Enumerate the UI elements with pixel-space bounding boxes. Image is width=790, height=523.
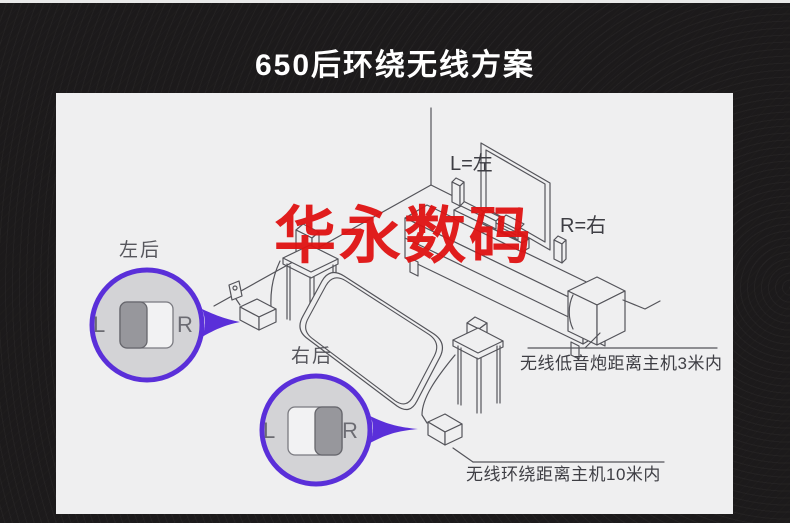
switch-knob-L	[119, 301, 148, 349]
surround-note: 无线环绕距离主机10米内	[466, 465, 661, 484]
rear-right-receiver	[427, 413, 463, 446]
rear-right-wire	[421, 354, 456, 424]
rear-left-arrow	[202, 309, 240, 337]
right-callout-letter-L: L	[263, 418, 276, 443]
main-unit	[481, 209, 525, 241]
subwoofer-leader	[527, 332, 718, 349]
front-left-label: L=左	[450, 153, 493, 175]
diagram-panel: L=左 R=右 左后 右后 L R L R 无线低音炮距离主机3米内 无线环绕距…	[56, 93, 733, 514]
front-left-speaker	[451, 177, 465, 207]
front-right-label: R=右	[560, 215, 607, 237]
rear-right-arrow	[370, 416, 418, 443]
room-diagram	[89, 107, 718, 487]
wall-outlet-icon	[228, 280, 243, 306]
section-title: 650后环绕无线方案	[254, 49, 536, 82]
surround-leader	[452, 447, 665, 463]
rear-right-callout	[259, 373, 373, 487]
left-callout-letter-L: L	[93, 312, 106, 337]
watermark-text: 华永数码	[274, 199, 535, 272]
right-callout-letter-R: R	[342, 418, 358, 443]
subwoofer-cord	[622, 299, 661, 310]
left-callout-letter-R: R	[177, 312, 193, 337]
rear-right-stand	[421, 316, 504, 424]
rear-left-callout-label: 左后	[119, 240, 162, 261]
top-divider	[0, 0, 790, 3]
rear-left-receiver	[239, 298, 277, 331]
front-right-speaker	[553, 235, 567, 264]
rear-right-callout-label: 右后	[291, 346, 334, 367]
rear-left-callout	[89, 267, 205, 383]
rear-left-stand	[270, 223, 339, 335]
subwoofer	[567, 276, 661, 346]
sofa	[299, 271, 444, 411]
switch-knob-R	[314, 406, 343, 456]
subwoofer-note: 无线低音炮距离主机3米内	[520, 354, 723, 373]
